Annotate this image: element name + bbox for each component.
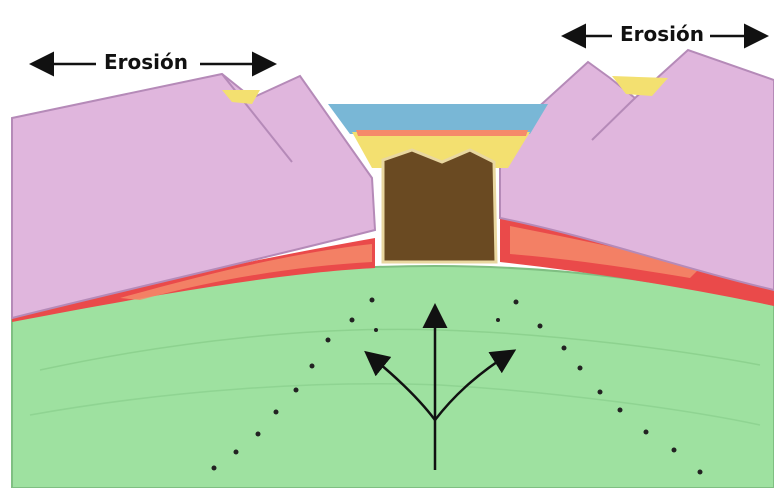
- erosion-label-right: Erosión: [616, 22, 708, 46]
- erosion-label-left: Erosión: [100, 50, 192, 74]
- brown-block: [383, 150, 496, 262]
- blue-layer: [328, 104, 548, 134]
